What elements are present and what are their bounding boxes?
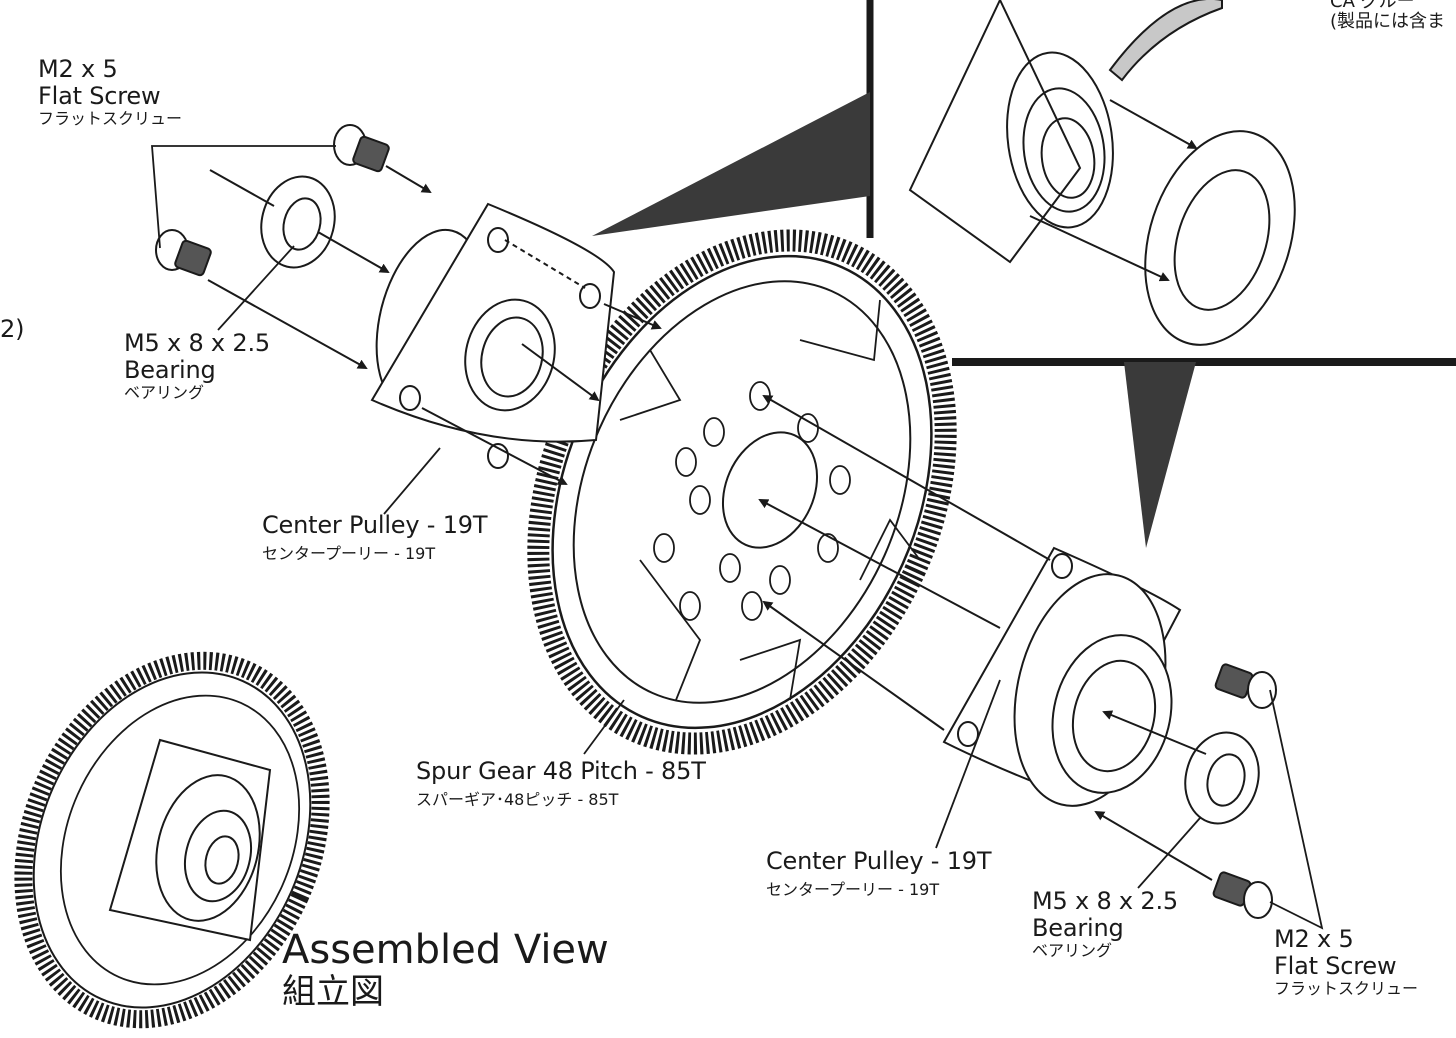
screw-name: Flat Screw: [1274, 951, 1397, 980]
glue-nozzle: [1108, 0, 1223, 82]
screw-size: M2 x 5: [1274, 925, 1354, 953]
label-assembled-view: Assembled View 組立図: [282, 928, 609, 1011]
pulley-name-jp: センタープーリー - 19T: [766, 879, 940, 899]
bearing-name: Bearing: [1032, 913, 1124, 942]
left-flat-screws: [155, 124, 390, 277]
inset-pulley-detail: [908, 0, 1296, 346]
inset-note-line1: CA グルー: [1330, 0, 1415, 12]
spur-gear-name-jp: スパーギア･48ピッチ - 85T: [416, 789, 619, 809]
label-left-bearing: M5 x 8 x 2.5 Bearing ベアリング: [124, 330, 270, 402]
bearing-name-jp: ベアリング: [124, 382, 205, 402]
left-center-pulley: [370, 202, 616, 469]
inset-note: CA グルー (製品には含ま: [1330, 0, 1445, 32]
bearing-name-jp: ベアリング: [1032, 940, 1113, 960]
label-right-bearing: M5 x 8 x 2.5 Bearing ベアリング: [1032, 888, 1178, 960]
spur-gear-name: Spur Gear 48 Pitch - 85T: [416, 757, 706, 785]
leader-lines: [151, 145, 1324, 930]
callout-pointer-down: [1124, 362, 1196, 548]
pulley-name: Center Pulley - 19T: [262, 511, 488, 539]
right-bearing: [1184, 731, 1260, 825]
screw-name: Flat Screw: [38, 81, 161, 110]
callout-pointer-left: [592, 92, 870, 236]
screw-name-jp: フラットスクリュー: [38, 108, 183, 128]
bearing-name: Bearing: [124, 355, 216, 384]
label-left-pulley: Center Pulley - 19T センタープーリー - 19T: [262, 512, 487, 563]
label-right-screw: M2 x 5 Flat Screw フラットスクリュー: [1274, 926, 1418, 998]
label-right-pulley: Center Pulley - 19T センタープーリー - 19T: [766, 848, 991, 899]
right-center-pulley: [942, 546, 1182, 807]
assembled-view-drawing: [14, 651, 330, 1029]
label-top-left-screw: M2 x 5 Flat Screw フラットスクリュー: [38, 56, 182, 128]
edge-step-mark: 2): [0, 315, 25, 343]
left-bearing: [260, 175, 336, 269]
label-spur-gear: Spur Gear 48 Pitch - 85T スパーギア･48ピッチ - 8…: [416, 758, 706, 809]
bearing-size: M5 x 8 x 2.5: [124, 329, 270, 357]
screw-name-jp: フラットスクリュー: [1274, 978, 1419, 998]
pulley-name-jp: センタープーリー - 19T: [262, 543, 436, 563]
bearing-size: M5 x 8 x 2.5: [1032, 887, 1178, 915]
pulley-name: Center Pulley - 19T: [766, 847, 992, 875]
assembly-arrows: [207, 165, 1213, 881]
right-flat-screws: [1212, 663, 1277, 919]
assembled-view-title: Assembled View: [282, 927, 609, 973]
screw-size: M2 x 5: [38, 55, 118, 83]
assembled-view-title-jp: 組立図: [282, 971, 384, 1012]
detail-inset: [592, 0, 1456, 548]
inset-note-line2: (製品には含ま: [1330, 11, 1446, 33]
